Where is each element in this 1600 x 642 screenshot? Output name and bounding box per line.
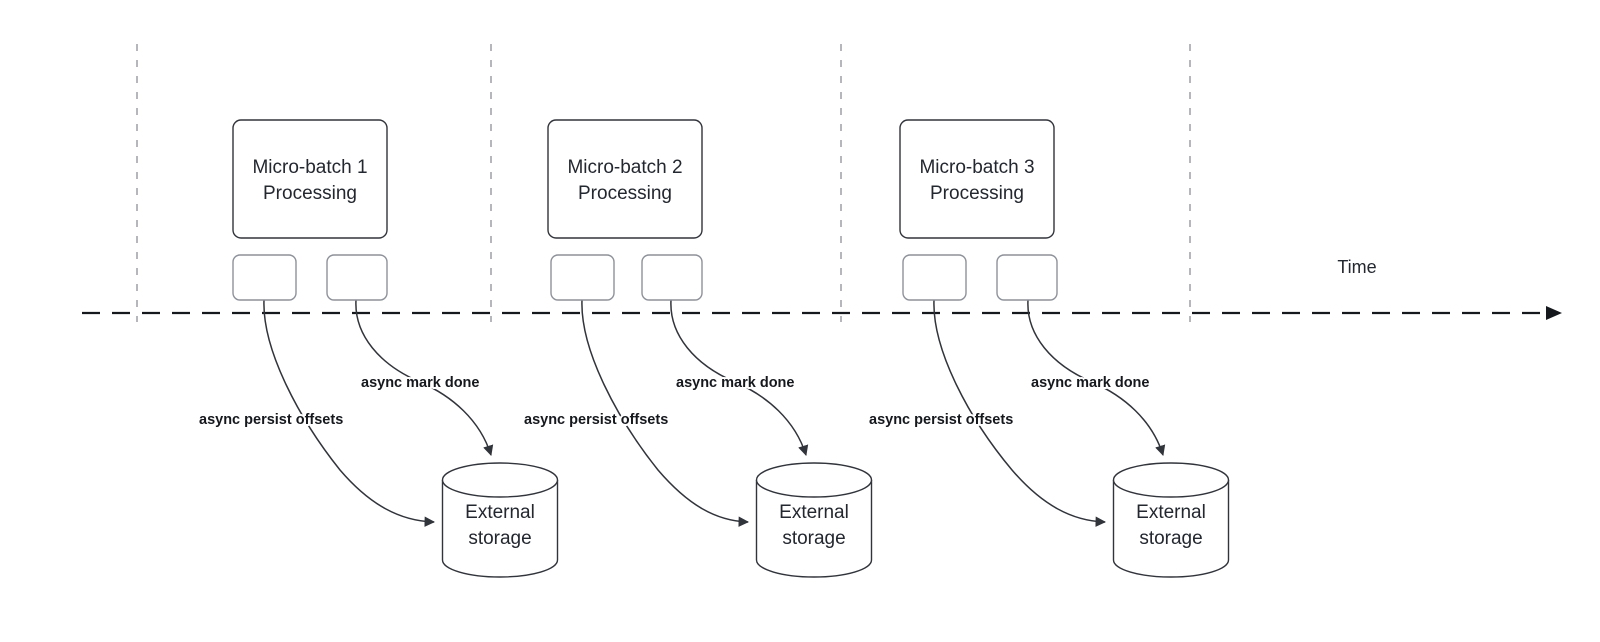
label-layer: Time Micro-batch 1 Processing async persist… [197, 157, 1377, 549]
external-storage-2-label-line2: storage [782, 528, 845, 549]
micro-batch-2-processing-box[interactable] [547, 119, 703, 239]
micro-batch-1-async-mark-done-edge-label: async mark done [361, 375, 479, 391]
micro-batch-3-async-mark-done-edge-label: async mark done [1031, 375, 1149, 391]
external-storage-2-body[interactable] [755, 480, 873, 578]
micro-batch-3-processing-box[interactable] [899, 119, 1055, 239]
time-axis-arrowhead [1546, 306, 1562, 320]
node-layer [232, 119, 1230, 578]
external-storage-3-label-line1: External [1136, 502, 1206, 523]
micro-batch-2-async-mark-done-edge-label: async mark done [676, 375, 794, 391]
micro-batch-3-offsets-task-box[interactable] [902, 254, 967, 301]
micro-batch-3-processing-label-line1: Micro-batch 3 [919, 157, 1034, 178]
micro-batch-2-mark-done-task-box[interactable] [641, 254, 703, 301]
external-storage-1-top [441, 462, 559, 498]
micro-batch-2-processing-label-line2: Processing [578, 183, 672, 204]
micro-batch-1-async-persist-offsets-edge-label: async persist offsets [199, 412, 343, 428]
external-storage-2-label-line1: External [779, 502, 849, 523]
micro-batch-1-processing-box[interactable] [232, 119, 388, 239]
micro-batch-3-mark-done-task-box[interactable] [996, 254, 1058, 301]
micro-batch-1-mark-done-task-box[interactable] [326, 254, 388, 301]
micro-batch-1-processing-label-line2: Processing [263, 183, 357, 204]
timeline-layer [82, 306, 1562, 320]
micro-batch-2-processing-label-line1: Micro-batch 2 [567, 157, 682, 178]
time-axis-label: Time [1337, 257, 1376, 277]
external-storage-1-body[interactable] [441, 480, 559, 578]
micro-batch-1-processing-label-line1: Micro-batch 1 [252, 157, 367, 178]
micro-batch-1-async-persist-offsets-edge [263, 299, 436, 527]
micro-batch-3-processing-label-line2: Processing [930, 183, 1024, 204]
external-storage-1-label-line1: External [465, 502, 535, 523]
edge-layer [263, 299, 1166, 527]
external-storage-3-label-line2: storage [1139, 528, 1202, 549]
micro-batch-3-async-mark-done-edge [1027, 299, 1166, 457]
external-storage-1-label-line2: storage [468, 528, 531, 549]
micro-batch-2-async-mark-done-edge [670, 299, 809, 457]
micro-batch-3-async-persist-offsets-edge [933, 299, 1107, 527]
micro-batch-1-async-mark-done-edge [355, 299, 494, 457]
micro-batch-2-async-persist-offsets-edge-label: async persist offsets [524, 412, 668, 428]
external-storage-3-body[interactable] [1112, 480, 1230, 578]
micro-batch-2-async-persist-offsets-edge [581, 299, 750, 527]
micro-batch-2-offsets-task-box[interactable] [550, 254, 615, 301]
micro-batch-3-async-persist-offsets-edge-label: async persist offsets [869, 412, 1013, 428]
micro-batch-1-offsets-task-box[interactable] [232, 254, 297, 301]
external-storage-2-top [755, 462, 873, 498]
external-storage-3-top [1112, 462, 1230, 498]
